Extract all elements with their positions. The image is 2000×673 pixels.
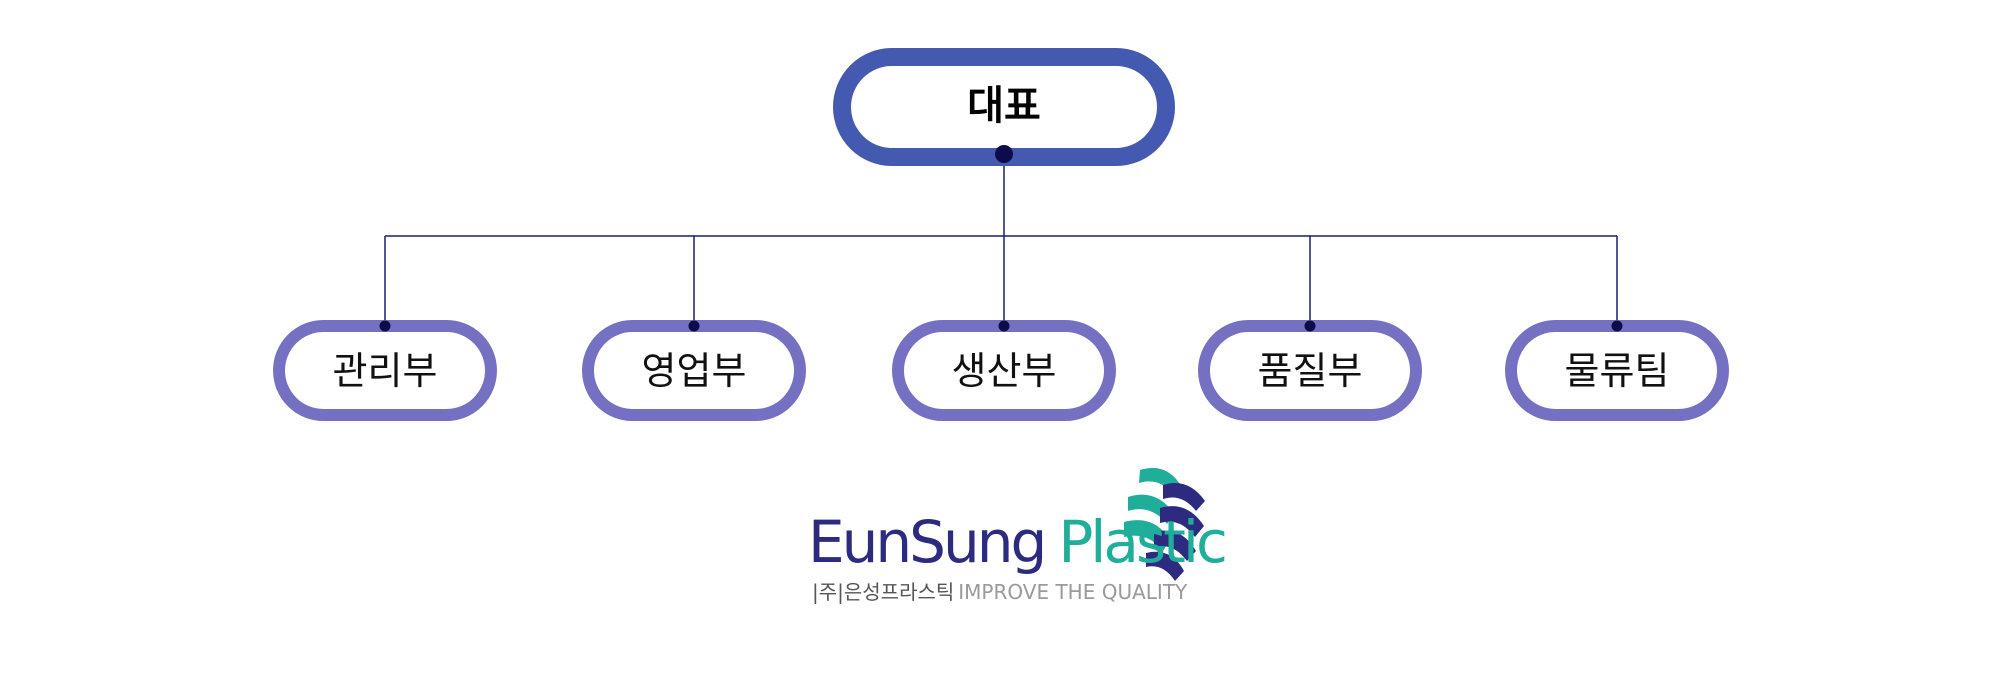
department-node-dot [1611,320,1623,332]
department-node-1: 관리부 [273,320,497,421]
department-node-4: 품질부 [1198,320,1422,421]
department-node-dot [1304,320,1316,332]
logo-tagline-english: IMPROVE THE QUALITY [958,580,1188,604]
connectors [384,154,1618,326]
logo-name-part2: Plastic [1058,508,1225,576]
logo-name-part1: EunSung [808,508,1044,576]
department-node-label: 물류팀 [1565,349,1670,393]
department-node-label: 품질부 [1258,349,1363,393]
root-node: 대표 [833,48,1175,166]
department-node-3: 생산부 [892,320,1116,421]
root-node-label: 대표 [967,83,1041,129]
department-node-dot [688,320,700,332]
logo-tagline-korean: |주|은성프라스틱 [812,580,954,604]
department-node-2: 영업부 [582,320,806,421]
department-node-label: 생산부 [952,349,1057,393]
department-node-label: 관리부 [333,349,438,393]
department-node-5: 물류팀 [1505,320,1729,421]
department-node-dot [379,320,391,332]
layered-stripes-icon [1124,467,1205,581]
root-node-dot [995,145,1013,163]
department-node-dot [998,320,1010,332]
department-node-label: 영업부 [642,349,747,393]
